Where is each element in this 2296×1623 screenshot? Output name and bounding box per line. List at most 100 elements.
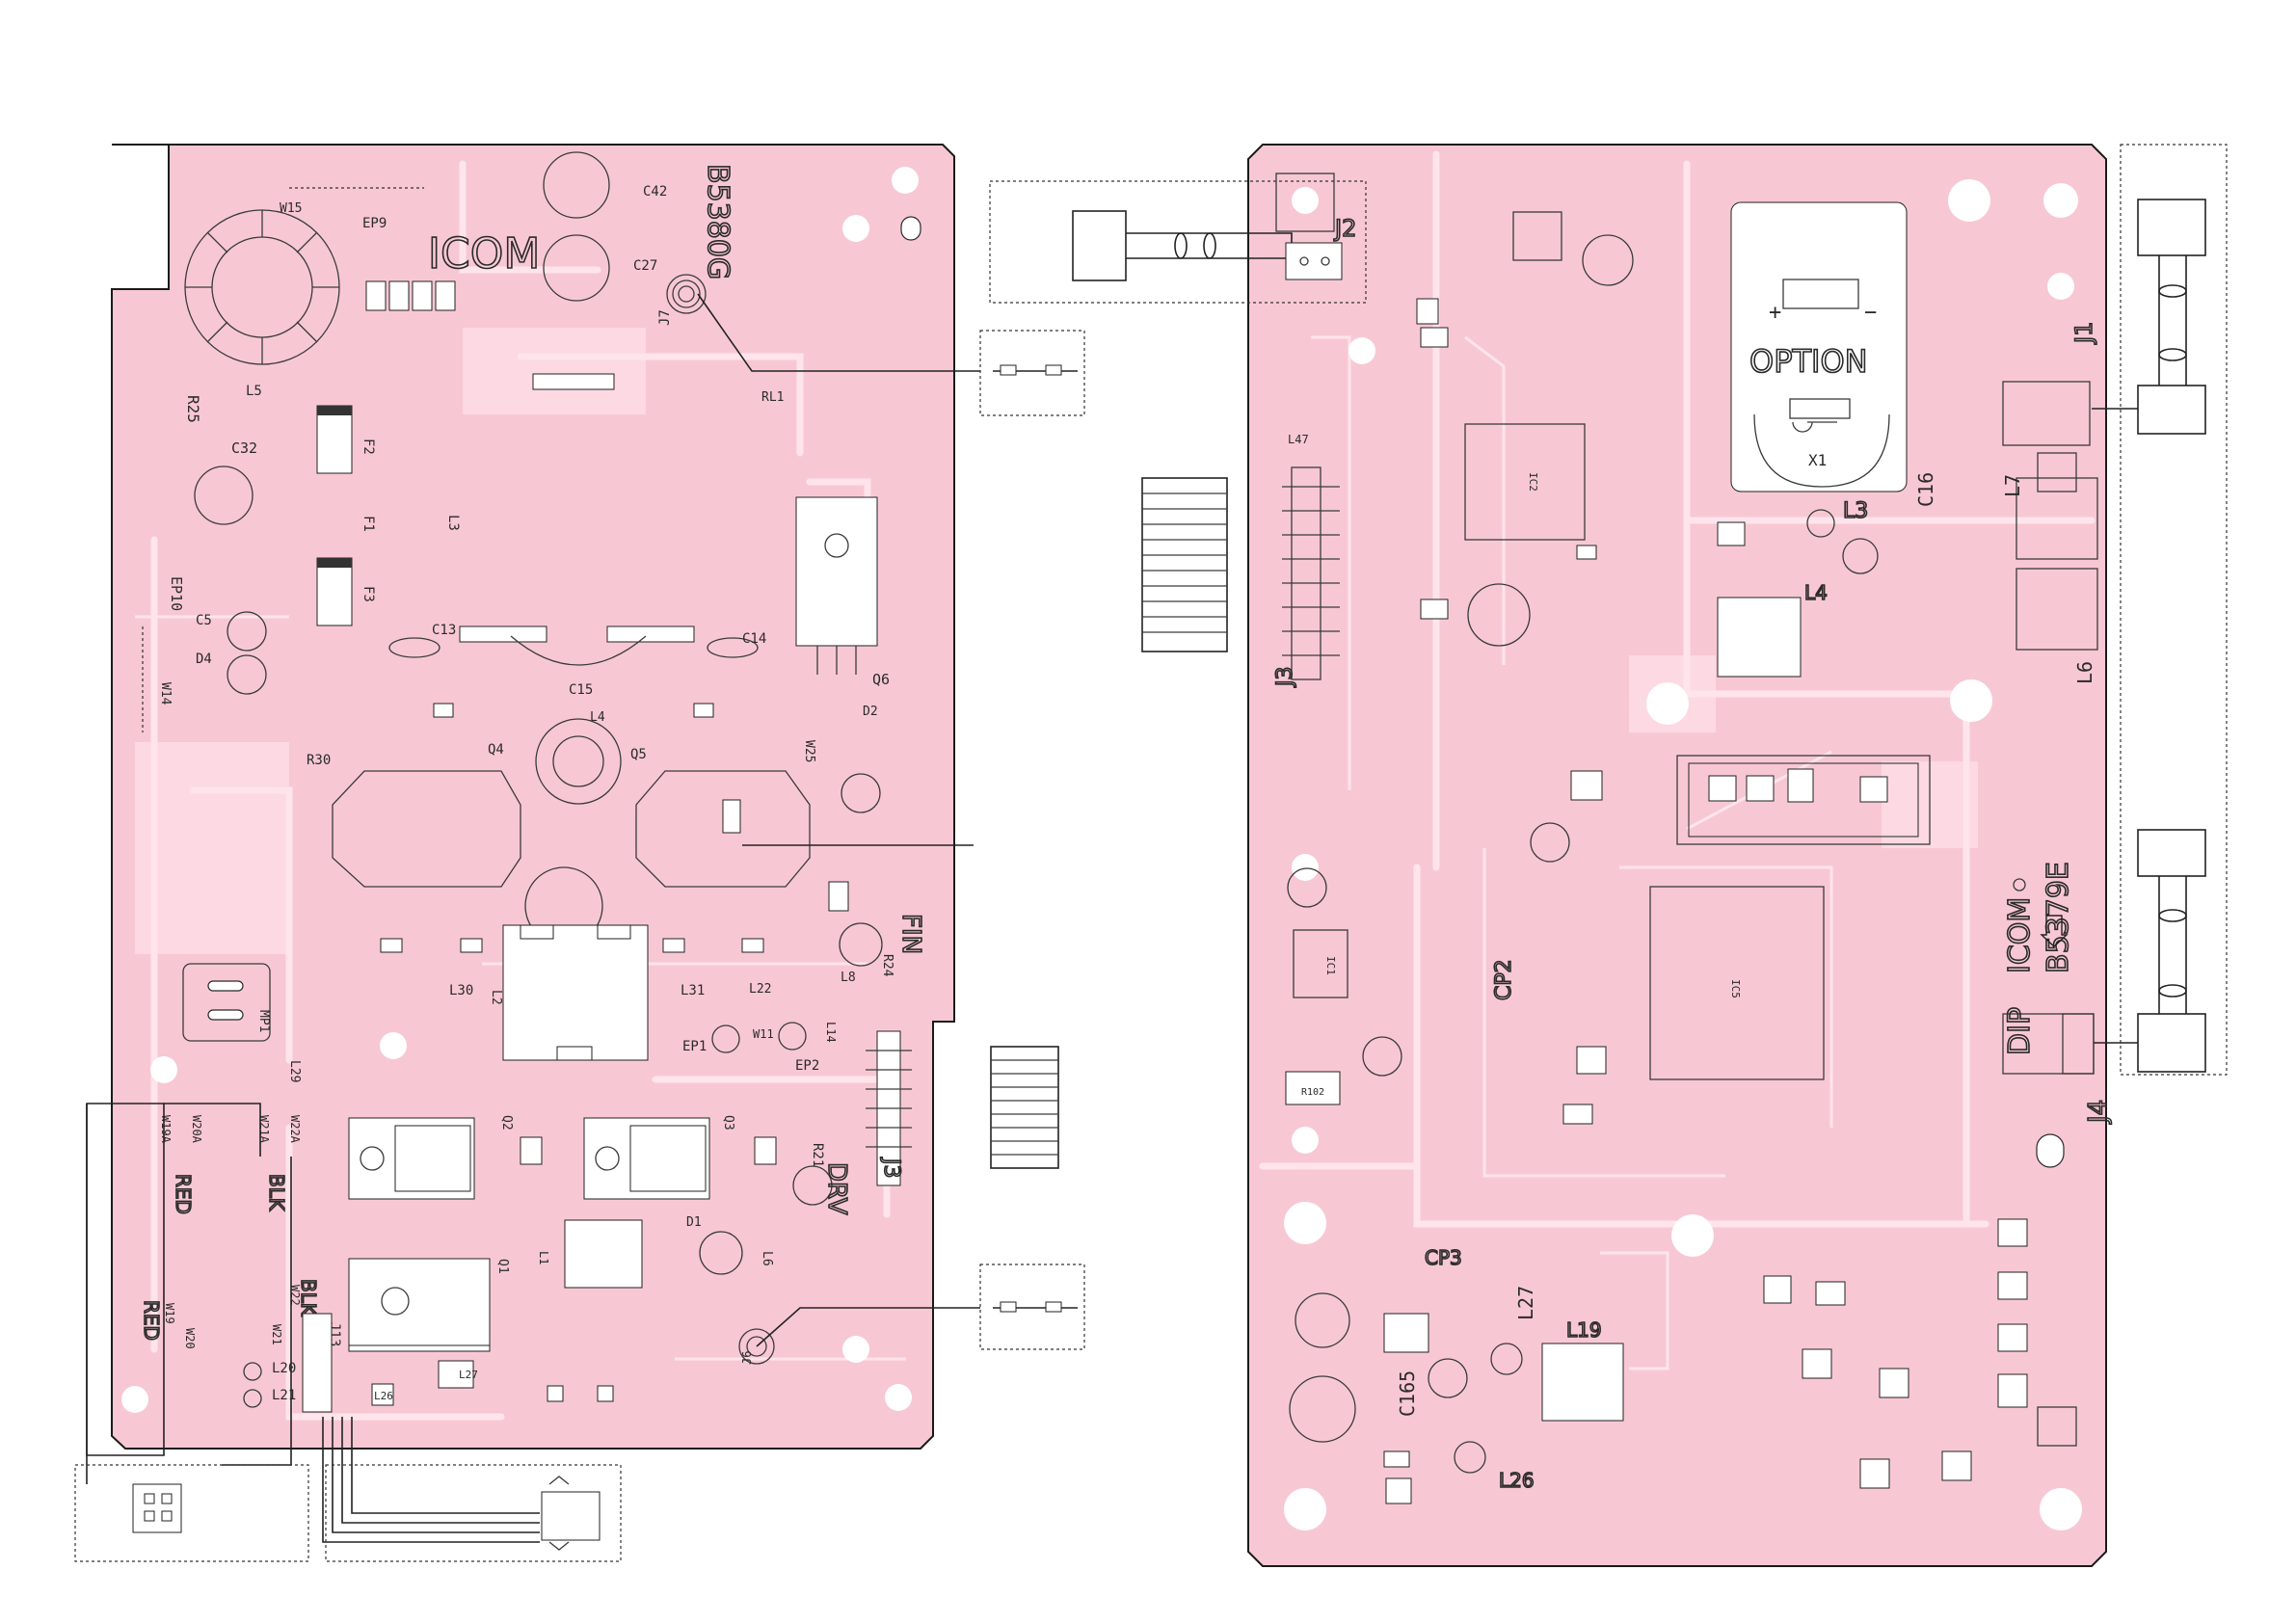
label-l26-right: L26: [1499, 1469, 1535, 1492]
label-w20a: W20A: [190, 1115, 203, 1144]
label-ep9: EP9: [362, 216, 387, 231]
label-c165: C165: [1396, 1370, 1419, 1417]
label-f1: F1: [360, 516, 376, 532]
label-l27-right: L27: [1514, 1286, 1537, 1320]
label-l5: L5: [246, 384, 262, 399]
toroid-l5: [184, 209, 340, 365]
label-mp1: MP1: [256, 1010, 271, 1032]
label-q4: Q4: [488, 742, 504, 758]
option-minus: −: [1864, 301, 1877, 325]
label-l8: L8: [841, 971, 856, 985]
label-r25: R25: [184, 395, 202, 423]
label-red-bottom: RED: [140, 1300, 163, 1341]
label-l26: L26: [374, 1390, 393, 1402]
label-l19: L19: [1566, 1318, 1602, 1342]
label-j3-left: J3: [879, 1157, 903, 1179]
right-board-dip: DIP: [2003, 1007, 2037, 1055]
label-blk-bottom: BLK: [297, 1279, 320, 1317]
label-w20: W20: [183, 1328, 197, 1349]
middle-stack-lower: [990, 1046, 1059, 1169]
label-j6: J6: [740, 1351, 754, 1365]
label-l1: L1: [537, 1251, 550, 1264]
connector-j2: J2: [989, 180, 1367, 304]
label-c42: C42: [643, 184, 667, 200]
middle-stack-upper: [1141, 477, 1228, 652]
label-w21: W21: [270, 1324, 283, 1345]
label-j7: J7: [657, 309, 673, 326]
label-j2: J2: [1333, 215, 1356, 242]
label-r30: R30: [307, 753, 331, 768]
option-label: OPTION: [1749, 343, 1868, 380]
label-l20: L20: [272, 1361, 296, 1376]
label-l6: L6: [760, 1251, 774, 1266]
label-l6-right: L6: [2073, 661, 2096, 684]
label-w15: W15: [280, 201, 302, 216]
label-r21: R21: [810, 1143, 825, 1167]
smd-parts-left: [365, 280, 849, 1406]
label-l2: L2: [489, 990, 503, 1005]
label-c15: C15: [569, 682, 593, 698]
label-cp3: CP3: [1425, 1246, 1462, 1269]
label-l30: L30: [449, 983, 473, 998]
label-rl1: RL1: [761, 390, 784, 405]
label-l29: L29: [287, 1060, 302, 1082]
right-board: + − OPTION X1: [1247, 144, 2114, 1567]
label-fin: FIN: [896, 914, 925, 954]
label-q6: Q6: [872, 671, 890, 688]
label-l3-right: L3: [1843, 499, 1868, 523]
left-board-brand: ICOM: [428, 229, 540, 279]
label-ep10: EP10: [168, 576, 185, 611]
option-slot: + − OPTION X1: [1730, 201, 1908, 492]
label-cp2: CP2: [1492, 959, 1516, 1000]
label-l4-right: L4: [1804, 581, 1828, 604]
label-r24: R24: [880, 954, 894, 977]
label-w22a: W22A: [288, 1115, 302, 1144]
label-d2: D2: [863, 705, 878, 719]
label-ep1: EP1: [682, 1039, 707, 1054]
label-f3: F3: [360, 586, 376, 602]
label-drv: DRV: [822, 1162, 851, 1215]
label-l14: L14: [824, 1022, 838, 1043]
label-c32: C32: [231, 439, 257, 457]
coax-j7-cable: [697, 293, 1085, 416]
label-l47: L47: [1288, 433, 1309, 446]
ic5-chip: [1649, 886, 1825, 1080]
label-w19a: W19A: [159, 1115, 173, 1144]
label-l22: L22: [749, 982, 771, 997]
label-l3: L3: [445, 515, 461, 531]
left-board: W15 EP9 ICOM C42 C27 B5380G J7 R25 L5 C3…: [111, 144, 955, 1450]
label-l4: L4: [590, 710, 605, 725]
label-w25: W25: [802, 740, 816, 762]
label-j3-right: J3: [1273, 667, 1297, 689]
label-r102: R102: [1301, 1087, 1324, 1098]
label-c5: C5: [196, 613, 212, 628]
label-d1: D1: [686, 1215, 702, 1230]
label-red-top: RED: [172, 1174, 195, 1214]
left-board-id: B5380G: [701, 164, 734, 279]
left-wiring: [74, 1103, 622, 1562]
label-blk-top: BLK: [265, 1174, 288, 1211]
label-q3: Q3: [721, 1115, 735, 1131]
option-plus: +: [1769, 301, 1781, 325]
label-l27: L27: [459, 1369, 478, 1381]
label-w21a: W21A: [257, 1115, 271, 1144]
label-w14: W14: [158, 682, 173, 705]
label-d4: D4: [196, 652, 212, 667]
label-q1: Q1: [495, 1259, 510, 1274]
label-j4: J4: [2084, 1100, 2113, 1125]
smd-parts-right: [1416, 298, 2028, 1489]
label-q2: Q2: [499, 1115, 514, 1131]
label-c14: C14: [742, 631, 766, 647]
label-f2: F2: [360, 439, 376, 455]
label-ic1: IC1: [1324, 956, 1337, 975]
x1-label: X1: [1808, 451, 1827, 469]
label-c16: C16: [1914, 472, 1937, 507]
label-ep2: EP2: [795, 1058, 819, 1074]
label-ic5: IC5: [1729, 979, 1742, 998]
right-board-brand: ICOM: [2003, 897, 2037, 973]
label-l21: L21: [272, 1388, 296, 1403]
label-l31: L31: [681, 983, 705, 998]
label-q5: Q5: [630, 747, 647, 762]
label-c13: C13: [432, 623, 456, 638]
